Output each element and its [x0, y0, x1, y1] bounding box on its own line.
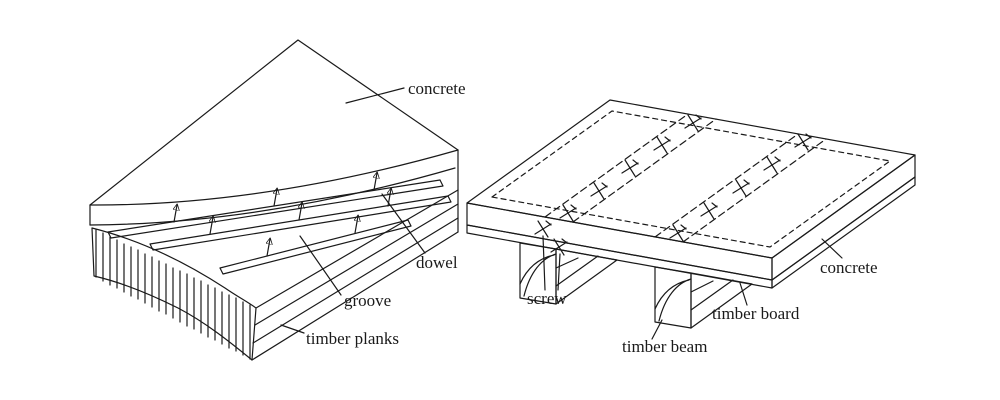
screw-mark [732, 179, 750, 197]
screw-mark [653, 136, 671, 154]
dowel-arrow [274, 189, 277, 207]
label-timber-beam: timber beam [622, 337, 707, 356]
concrete-cut-edge-upper [89, 149, 459, 206]
plank-hatch-lines [95, 229, 251, 360]
leader-timber-beam [651, 319, 663, 340]
leader-screw-2 [557, 253, 561, 291]
left-diagram: concrete dowel groove timber planks [89, 39, 466, 361]
screw-mark [534, 220, 552, 238]
concrete-cut-edge-lower [89, 167, 456, 226]
board-right-face [771, 176, 916, 289]
concrete-top-face [89, 39, 459, 206]
hidden-beam-lines [544, 113, 827, 243]
right-diagram: screw timber beam timber board concrete [466, 99, 916, 356]
leader-concrete-left [345, 87, 405, 104]
dowel-arrow [174, 205, 177, 223]
leader-concrete-right [821, 238, 843, 259]
timber-beam-2 [654, 266, 753, 329]
leader-timber-board [739, 282, 748, 306]
label-dowel: dowel [416, 253, 458, 272]
slab-top-dashed-inset [491, 110, 891, 248]
leader-groove [299, 235, 342, 296]
screw-mark [794, 133, 812, 151]
dowel-arrow [374, 173, 377, 191]
leader-screw-1 [542, 235, 546, 291]
dowel-arrow [267, 239, 270, 257]
dowels [174, 173, 391, 257]
timber-beam-1 [519, 242, 618, 305]
beam-front-face [654, 266, 692, 329]
dowel-arrow [210, 217, 213, 235]
screw-mark [590, 182, 608, 200]
dowel-arrow [299, 203, 302, 221]
screw-mark [621, 159, 639, 177]
label-groove: groove [344, 291, 391, 310]
screw-mark [700, 202, 718, 220]
screw-mark [559, 204, 577, 222]
label-timber-board: timber board [712, 304, 800, 323]
label-screw: screw [527, 289, 567, 308]
beam-side-face [690, 272, 753, 329]
plank-side-face [251, 189, 459, 361]
groove-strips [107, 179, 452, 275]
beam-grain [519, 253, 557, 297]
label-concrete-right: concrete [820, 258, 878, 277]
plank-side-face-lines [252, 203, 459, 344]
leader-dowel [381, 193, 426, 254]
dowel-arrow [355, 216, 358, 234]
label-concrete-left: concrete [408, 79, 466, 98]
screw-mark [684, 114, 702, 132]
screw-mark [763, 156, 781, 174]
label-timber-planks: timber planks [306, 329, 399, 348]
plank-front-face-outline [91, 227, 257, 361]
board-front-face [466, 224, 773, 289]
screw-mark [669, 224, 687, 242]
beam-grain [654, 278, 692, 322]
groove-strip [219, 219, 412, 275]
beam-side-face [555, 248, 618, 305]
beam-side-lines [555, 255, 599, 287]
leader-timber-planks [280, 324, 305, 334]
beam-side-lines [690, 279, 734, 311]
